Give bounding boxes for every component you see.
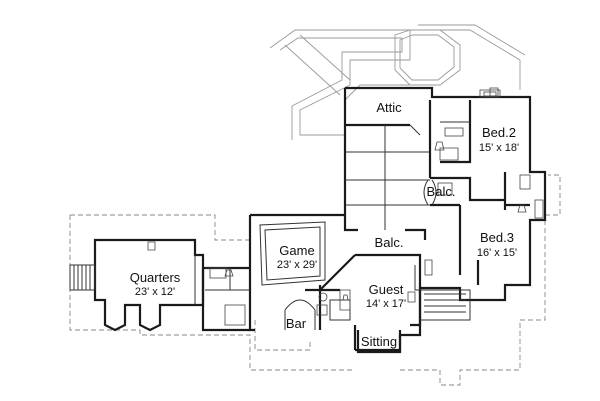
room-labels: Attic Bed.2 15' x 18' Balc. Bed.3 16' x …: [130, 100, 519, 349]
quarters-label: Quarters: [130, 270, 181, 285]
roof-outline: [269, 24, 526, 140]
bar-label: Bar: [286, 316, 307, 331]
bed2-dims: 15' x 18': [479, 142, 519, 154]
game-dims: 23' x 29': [277, 259, 317, 271]
guest-label: Guest: [369, 282, 404, 297]
guest-dims: 14' x 17': [366, 298, 406, 310]
balcony-label-upper: Balc.: [427, 184, 456, 199]
interior-walls: [194, 100, 530, 330]
bed3-dims: 16' x 15': [477, 247, 517, 259]
bed2-label: Bed.2: [482, 125, 516, 140]
balcony-label-lower: Balc.: [375, 235, 404, 250]
lower-level-outline: [69, 174, 561, 386]
fixtures: [147, 87, 544, 326]
game-label: Game: [279, 243, 314, 258]
quarters-dims: 23' x 12': [135, 286, 175, 298]
attic-label: Attic: [376, 100, 402, 115]
sitting-label: Sitting: [361, 334, 397, 349]
bed3-label: Bed.3: [480, 230, 514, 245]
exterior-walls: [69, 86, 547, 354]
